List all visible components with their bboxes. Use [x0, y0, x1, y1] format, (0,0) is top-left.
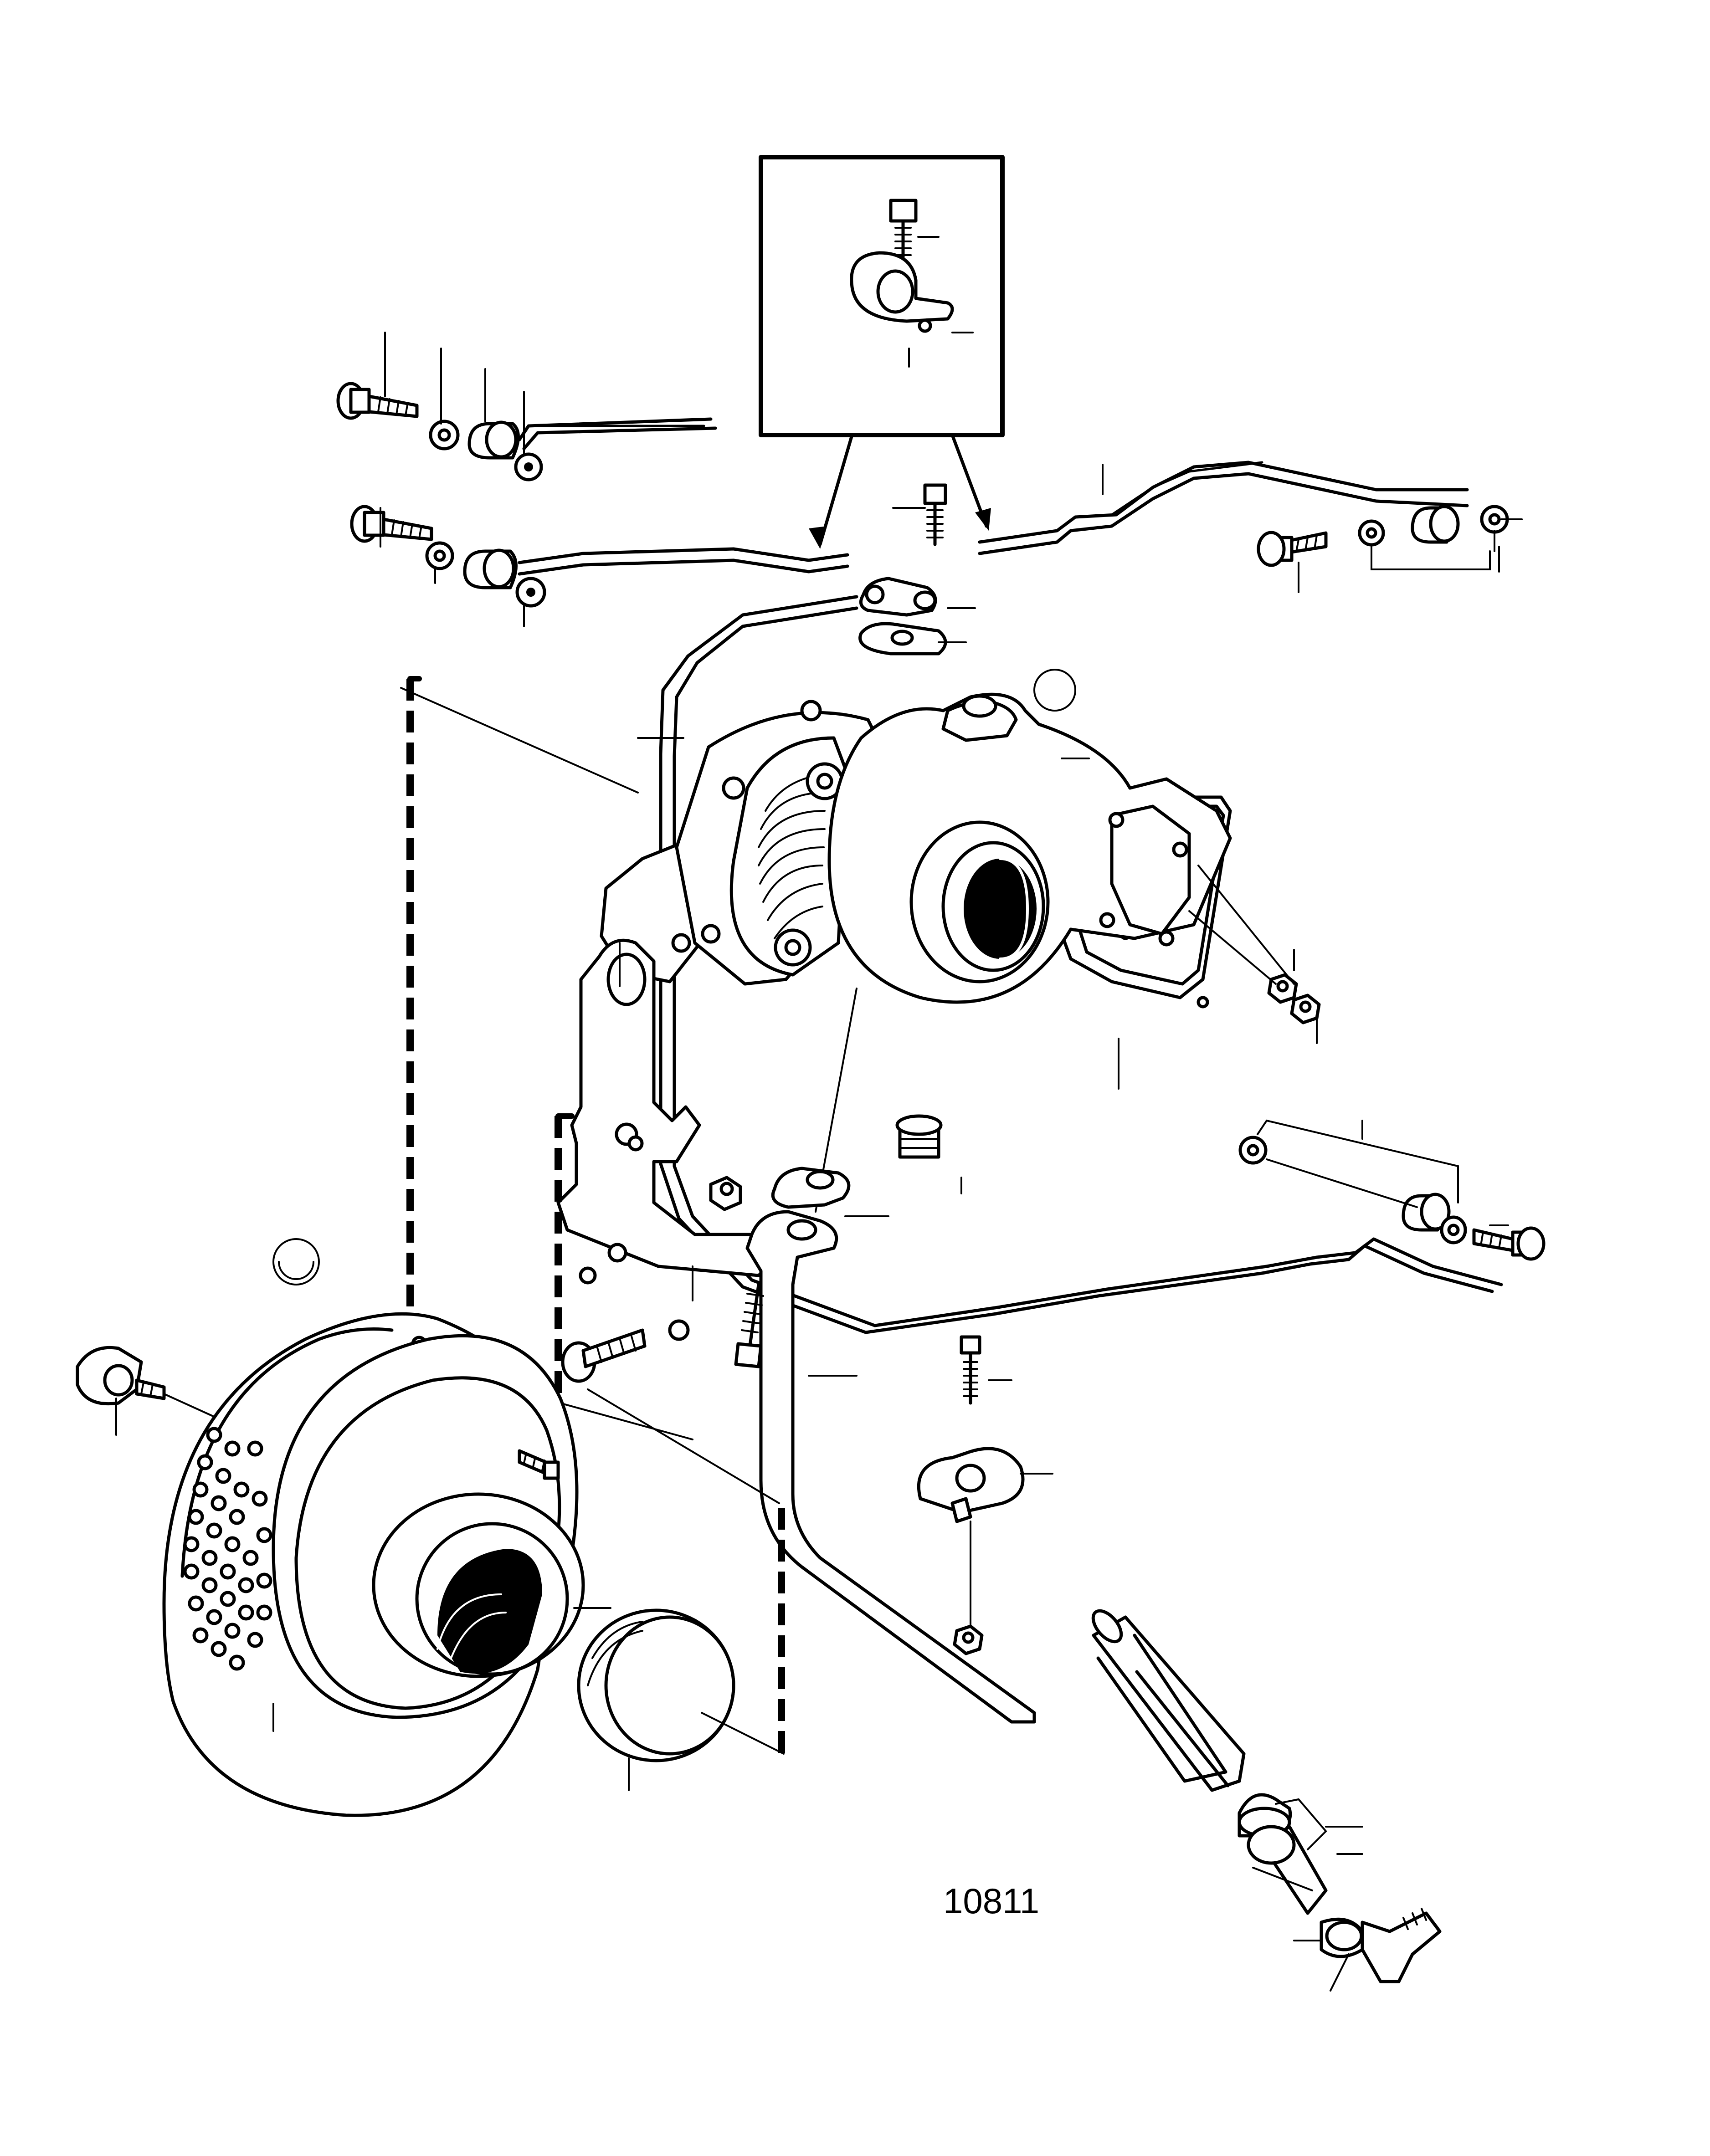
banjo-bolt-icon — [336, 382, 419, 420]
oil-drain-pipe — [734, 1167, 1246, 1792]
turbo-nuts — [1118, 865, 1321, 1090]
lower-right-banjo-set — [1238, 1119, 1546, 1261]
banjo-bolt-icon — [350, 505, 433, 543]
banjo-bolt-icon — [1472, 1226, 1546, 1261]
banjo-fitting — [467, 420, 520, 460]
banjo-bolt-icon — [1257, 531, 1328, 567]
pipe-clamp-icon — [917, 1335, 1053, 1655]
filter-wing-nut — [76, 1346, 215, 1436]
centre-bolt-and-flange — [858, 483, 976, 656]
flange-gasket — [858, 622, 947, 656]
figure-number: 10811 — [943, 1881, 1039, 1921]
bracket-nut — [709, 1176, 742, 1211]
air-filter-icon — [162, 1238, 611, 1817]
lower-banjo-bolt-set — [350, 505, 546, 627]
clamp-detail-inset — [759, 155, 1005, 549]
mounting-bracket — [556, 938, 779, 1341]
inset-pipe-clamp — [850, 251, 954, 333]
drain-pipe-bolt — [734, 1283, 764, 1368]
upper-banjo-bolt-set — [336, 332, 717, 481]
banjo-fitting — [1411, 505, 1460, 544]
filter-adapter-ring — [577, 1608, 785, 1791]
drain-plug — [815, 988, 943, 1213]
oil-pipe-icon — [518, 461, 1503, 1334]
banjo-fitting — [463, 548, 518, 589]
bracket-bolt — [561, 1328, 647, 1383]
right-banjo-bolt-set — [1257, 505, 1523, 593]
hose-clamp-and-elbow — [1238, 1793, 1442, 1992]
filter-set-screw — [518, 1449, 560, 1480]
filter-perforations — [183, 1336, 464, 1671]
banjo-connector — [859, 577, 937, 617]
inset-bolt — [889, 199, 918, 259]
turbocharger-icon — [600, 669, 1232, 1009]
